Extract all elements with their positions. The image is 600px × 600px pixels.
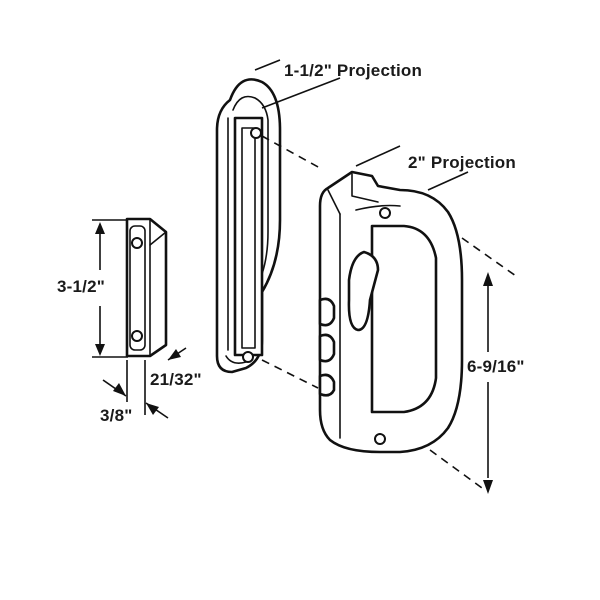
- alignment-lines: [261, 135, 517, 489]
- inner-pull-projection-dimension: [254, 59, 341, 109]
- keeper-width-label: 3/8": [100, 406, 133, 425]
- inner-pull-part: [215, 78, 282, 374]
- outer-handle-part: [318, 170, 464, 454]
- keeper-depth-label: 21/32": [150, 370, 202, 389]
- keeper-height-label: 3-1/2": [57, 277, 106, 296]
- keeper-height-dimension: [92, 219, 128, 358]
- keeper-part: [125, 217, 168, 358]
- keeper-depth-dimension: [167, 347, 187, 361]
- inner-pull-projection-label: 1-1/2" Projection: [284, 61, 423, 80]
- keeper-width-dimension: [102, 360, 169, 419]
- outer-handle-projection-dimension: [355, 145, 469, 191]
- outer-handle-projection-label: 2" Projection: [408, 153, 516, 172]
- handle-height-dimension: [483, 272, 493, 494]
- handle-height-label: 6-9/16": [467, 357, 525, 376]
